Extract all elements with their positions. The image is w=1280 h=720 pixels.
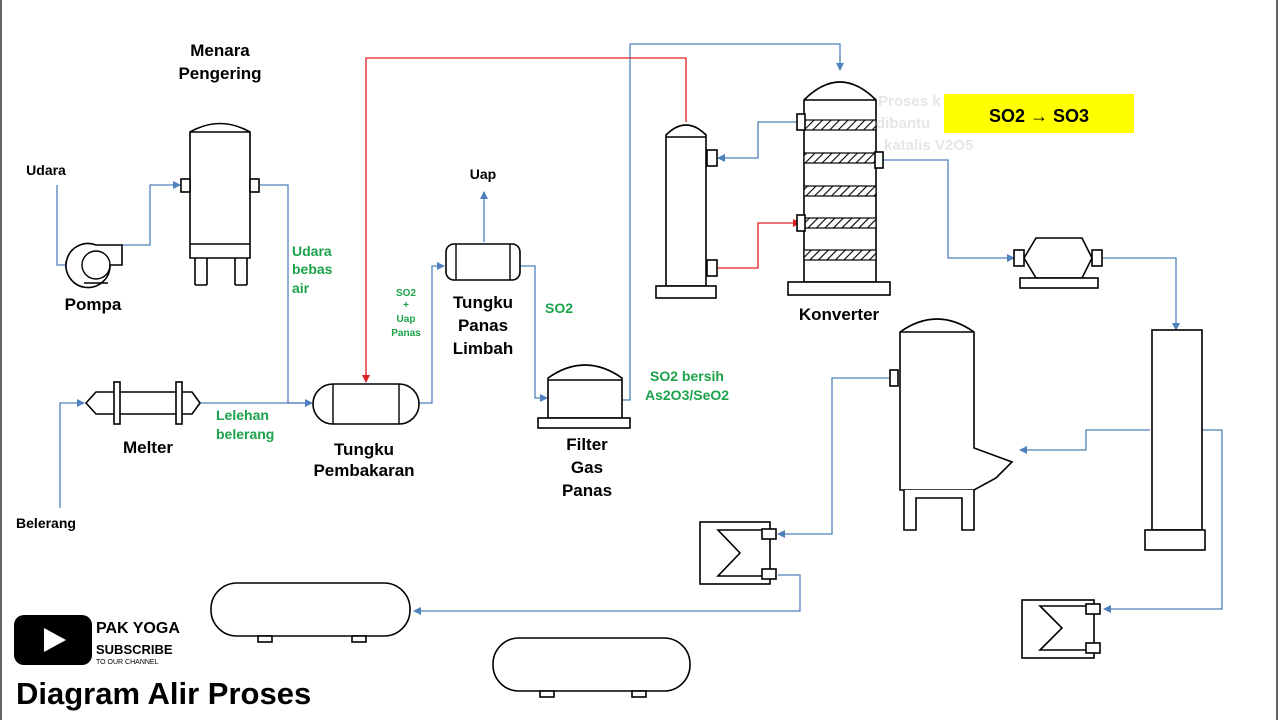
cooler-left xyxy=(699,521,777,585)
label-so2-uap-4: Panas xyxy=(391,328,421,339)
label-so2: SO2 xyxy=(545,300,573,316)
pipe-absorber-to-cooler xyxy=(1103,429,1223,613)
absorber-column xyxy=(1144,329,1206,551)
label-tungku-panas-1: Tungku xyxy=(453,293,513,312)
pipe-pompa-to-menara xyxy=(122,181,181,246)
pipe-so2-bersih xyxy=(622,43,844,401)
pipe-cooler-to-storage xyxy=(413,574,801,615)
label-menara-2: Pengering xyxy=(178,64,261,83)
label-so2-uap-1: SO2 xyxy=(396,288,416,299)
label-filter-2: Gas xyxy=(571,458,603,477)
label-lelehan-2: belerang xyxy=(216,426,274,442)
pipe-so2 xyxy=(520,265,548,402)
label-tungku-panas-2: Panas xyxy=(458,316,508,335)
subscribe-text[interactable]: SUBSCRIBE xyxy=(96,642,173,657)
tungku-pembakaran xyxy=(312,383,420,425)
filter-gas-panas xyxy=(537,364,631,429)
menara-pengering xyxy=(180,122,260,286)
play-triangle-icon xyxy=(44,628,66,652)
pipe-belerang-inlet xyxy=(59,399,85,508)
label-uap: Uap xyxy=(470,166,496,182)
label-pompa: Pompa xyxy=(65,295,122,314)
channel-name: PAK YOGA xyxy=(96,620,180,637)
label-konverter: Konverter xyxy=(799,305,880,324)
label-filter-1: Filter xyxy=(566,435,608,454)
oleum-tank xyxy=(889,318,1014,531)
label-udara: Udara xyxy=(26,162,66,178)
label-belerang: Belerang xyxy=(16,515,76,531)
konverter xyxy=(787,81,891,296)
page-title: Diagram Alir Proses xyxy=(16,676,311,711)
label-tungku-pembakaran-2: Pembakaran xyxy=(313,461,414,480)
label-so2-bersih-2: As2O3/SeO2 xyxy=(645,387,729,403)
pompa xyxy=(65,242,123,289)
storage-tank-1 xyxy=(210,582,411,643)
reaction-box: SO2 → SO3 xyxy=(944,94,1134,133)
label-so2-uap-2: + xyxy=(403,300,409,311)
faint-catalyst-note: Proses k dibantu katalis V2O5 xyxy=(876,93,973,154)
label-udara-bebas-2: bebas xyxy=(292,261,333,277)
label-so2-uap-3: Uap xyxy=(397,314,416,325)
label-tungku-pembakaran-1: Tungku xyxy=(334,440,394,459)
label-lelehan-1: Lelehan xyxy=(216,407,269,423)
channel-tagline: TO OUR CHANNEL xyxy=(96,659,159,666)
reaction-text: SO2 → SO3 xyxy=(989,106,1089,126)
pipe-tank-to-cooler xyxy=(777,377,892,538)
pipe-blower-to-absorber xyxy=(1102,257,1180,331)
pipe-konverter-outlet xyxy=(880,159,1015,262)
label-filter-3: Panas xyxy=(562,481,612,500)
hot-pipe-network xyxy=(362,57,801,383)
label-udara-bebas-3: air xyxy=(292,280,310,296)
channel-logo: PAK YOGA SUBSCRIBE TO OUR CHANNEL xyxy=(14,615,180,666)
label-so2-bersih-1: SO2 bersih xyxy=(650,368,724,384)
pipe-konverter-to-hx xyxy=(717,121,800,162)
pipe-so2-uap xyxy=(418,262,445,404)
cooler-right xyxy=(1021,599,1101,659)
pipe-absorber-to-tank xyxy=(1019,429,1150,454)
pipe-network xyxy=(56,43,1223,615)
melter xyxy=(84,381,201,425)
tungku-panas-limbah xyxy=(445,243,521,281)
label-udara-bebas-1: Udara xyxy=(292,243,332,259)
pipe-hot-to-konverter xyxy=(718,219,801,269)
heat-exchanger-column xyxy=(655,124,718,299)
label-melter: Melter xyxy=(123,438,173,457)
label-menara-1: Menara xyxy=(190,41,250,60)
pipe-hot-return xyxy=(362,57,687,383)
faint-note-line-1: Proses k xyxy=(878,93,941,110)
label-tungku-panas-3: Limbah xyxy=(453,339,513,358)
blower xyxy=(1013,237,1103,289)
storage-tank-2 xyxy=(492,637,691,698)
faint-note-line-3: katalis V2O5 xyxy=(884,137,973,154)
faint-note-line-2: dibantu xyxy=(876,115,930,132)
